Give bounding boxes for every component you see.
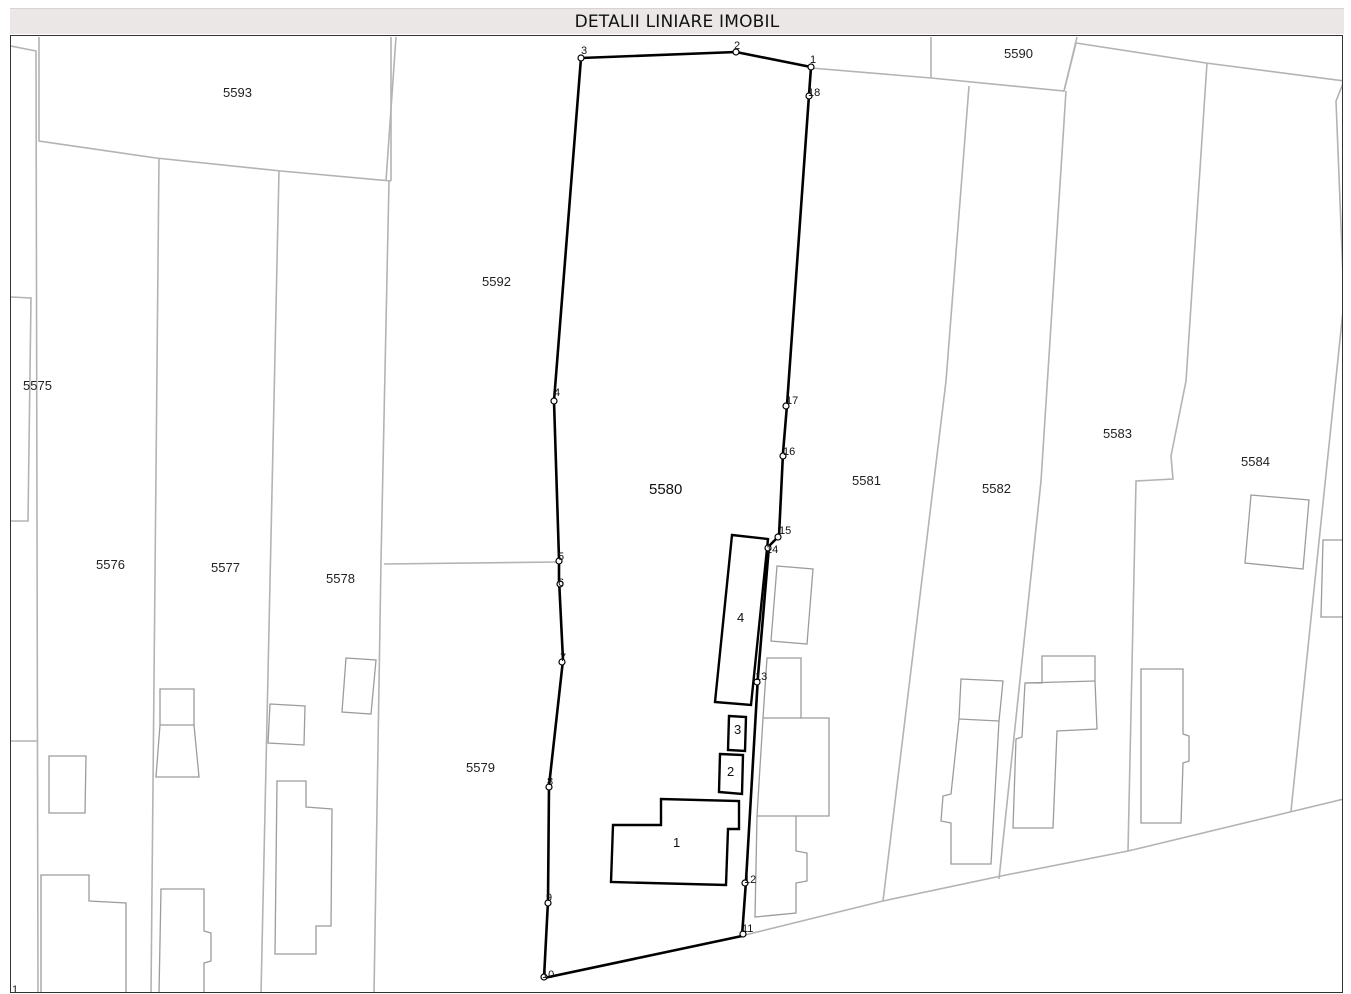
vertex-label-6: 6 [558,577,564,589]
boundary-south-road [740,798,1342,937]
cadastral-map[interactable]: 5593 5590 5592 5575 5576 5577 5578 5579 … [10,35,1343,993]
building-label-4: 4 [737,610,744,625]
building-label-2: 2 [727,764,734,779]
parcel-label-5592: 5592 [482,274,511,289]
map-canvas: 5593 5590 5592 5575 5576 5577 5578 5579 … [11,36,1342,993]
vertex-label-9: 9 [546,892,552,904]
parcel-label-5583: 5583 [1103,426,1132,441]
vertex-label-13: 13 [755,671,767,683]
boundary-5582-5583 [998,90,1067,880]
boundary-5583-5584 [1127,62,1208,852]
vertex-label-12: 12 [744,874,756,886]
boundary-5577-5578 [260,170,280,992]
parcel-label-5593: 5593 [223,85,252,100]
parcel-label-5590: 5590 [1004,46,1033,61]
vertex-label-4: 4 [554,387,560,399]
vertex-label-1: 1 [810,54,816,66]
vertex-label-11: 11 [742,923,753,935]
parcel-label-5578: 5578 [326,571,355,586]
parcel-label-5584: 5584 [1241,454,1270,469]
page-title: DETALII LINIARE IMOBIL [574,11,780,32]
parcel-label-5577: 5577 [211,560,240,575]
parcel-label-5582: 5582 [982,481,1011,496]
boundary-5581-5582 [882,85,970,902]
parcel-label-5575: 5575 [23,378,52,393]
parcel-label-5581: 5581 [852,473,881,488]
boundary-5576-5577 [150,157,160,992]
building-1-outline [609,797,741,887]
vertex-label-17: 17 [786,395,798,407]
vertex-label-7: 7 [560,652,566,664]
boundary-5575 [11,296,32,522]
boundary-5578-5579 [373,180,390,992]
parcel-label-main: 5580 [649,481,682,498]
vertex-label-3: 3 [581,45,587,57]
vertex-label-18: 18 [808,87,820,99]
corner-mark: 1 [12,984,18,993]
vertex-label-10: 10 [542,969,554,981]
boundary-5590-east [1063,36,1078,92]
boundary-north-east [810,42,1342,92]
vertex-label-8: 8 [547,776,553,788]
title-bar: DETALII LINIARE IMOBIL [10,8,1344,34]
building-3-outline [726,714,748,753]
boundary-west-edge [11,45,39,992]
vertex-label-2: 2 [734,40,740,52]
boundary-5584-east [1290,83,1342,812]
building-label-3: 3 [734,722,741,737]
parcel-label-5576: 5576 [96,557,125,572]
boundary-north [38,37,392,182]
vertex-label-15: 15 [779,525,791,537]
parcel-label-5579: 5579 [466,760,495,775]
vertex-label-5: 5 [558,551,564,563]
vertex-label-16: 16 [783,446,795,458]
neighbour-buildings [40,494,1342,992]
vertex-label-14: 14 [766,544,778,556]
parcel-boundaries [11,36,1342,992]
vertex-markers [540,48,815,981]
building-label-1: 1 [673,835,680,850]
building-2-outline [717,752,745,796]
boundary-5593-5592 [385,36,397,182]
subject-buildings [609,533,770,887]
building-4-outline [713,533,770,707]
boundary-5592-5579 [383,561,559,565]
